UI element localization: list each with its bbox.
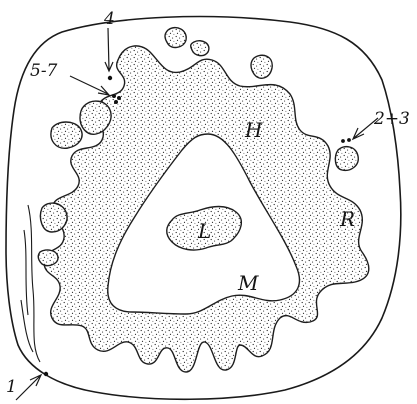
label-r: R: [339, 207, 355, 231]
arrow-1: [16, 375, 41, 400]
island-top-2: [191, 41, 209, 56]
marker-dot-2-3b: [347, 138, 351, 142]
marker-dot-4: [108, 76, 112, 80]
marker-dot-1: [44, 372, 48, 376]
marker-dot-2-3a: [341, 139, 345, 143]
label-m: M: [237, 271, 259, 295]
marker-dot-5-7b: [117, 96, 121, 100]
marker-dot-5-7c: [114, 100, 118, 104]
marker-dot-5-7a: [112, 94, 116, 98]
island-left-3: [38, 250, 58, 266]
label-5-7: 5-7: [30, 61, 58, 81]
island-top-1: [165, 28, 186, 48]
label-2-3: 2+3: [373, 109, 410, 129]
island-left-2: [40, 203, 67, 232]
label-1: 1: [6, 377, 17, 397]
island-left-1: [51, 122, 82, 148]
label-l: L: [197, 219, 211, 243]
island-right: [335, 147, 358, 171]
label-4: 4: [103, 9, 115, 29]
label-h: H: [244, 118, 263, 142]
island-top-right: [251, 55, 272, 78]
